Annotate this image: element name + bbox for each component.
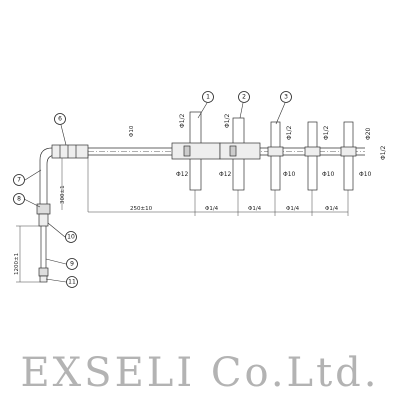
svg-text:8: 8 bbox=[17, 196, 21, 203]
svg-text:10: 10 bbox=[67, 234, 75, 241]
callout-10: 10 bbox=[65, 231, 77, 243]
svg-text:9: 9 bbox=[70, 261, 74, 268]
dim-bottom-2: Φ1/4 bbox=[248, 206, 262, 212]
downtube bbox=[36, 144, 89, 283]
svg-text:3: 3 bbox=[284, 94, 288, 101]
label-end-1: Φ20 bbox=[365, 127, 372, 140]
element-5 bbox=[340, 121, 357, 191]
dim-tube-dia: Φ10 bbox=[129, 125, 135, 137]
label-e5-low: Φ10 bbox=[359, 171, 372, 178]
dim-vertical-offset: 300±1 bbox=[60, 185, 66, 204]
dim-lower-length: 1200±1 bbox=[14, 253, 20, 275]
dim-bottom-3: Φ1/4 bbox=[286, 206, 300, 212]
element-1 bbox=[171, 111, 221, 191]
label-e3-low: Φ10 bbox=[283, 171, 296, 178]
callout-11: 11 bbox=[66, 276, 78, 288]
label-e3-top: Φ1/2 bbox=[286, 125, 293, 140]
callout-leaders bbox=[23, 102, 286, 283]
svg-text:6: 6 bbox=[58, 116, 62, 123]
company-name: EXSELI Co.Ltd. bbox=[20, 350, 380, 396]
callout-3: 3 bbox=[280, 91, 292, 103]
callout-6: 6 bbox=[54, 113, 66, 125]
svg-text:2: 2 bbox=[242, 94, 246, 101]
callout-7: 7 bbox=[13, 174, 25, 186]
label-end-2: Φ1/2 bbox=[380, 145, 387, 160]
label-e1-top: Φ1/2 bbox=[179, 113, 186, 128]
label-e4-low: Φ10 bbox=[322, 171, 335, 178]
label-e1-low: Φ12 bbox=[176, 171, 189, 178]
element-3 bbox=[267, 121, 284, 191]
dim-bottom-1: Φ1/4 bbox=[205, 206, 219, 212]
dimension-lines bbox=[16, 150, 349, 283]
dim-main-length: 250±10 bbox=[130, 206, 153, 212]
callout-9: 9 bbox=[66, 258, 78, 270]
label-e2-top: Φ1/2 bbox=[224, 113, 231, 128]
element-2 bbox=[219, 117, 261, 191]
callout-2: 2 bbox=[238, 91, 250, 103]
callouts: 1 2 3 6 7 8 9 10 bbox=[13, 91, 292, 288]
callout-1: 1 bbox=[202, 91, 214, 103]
label-e2-low: Φ12 bbox=[219, 171, 232, 178]
element-4 bbox=[304, 121, 321, 191]
label-e4-top: Φ1/2 bbox=[323, 125, 330, 140]
svg-text:7: 7 bbox=[17, 177, 21, 184]
dim-bottom-4: Φ1/4 bbox=[325, 206, 339, 212]
svg-text:1: 1 bbox=[206, 94, 210, 101]
callout-8: 8 bbox=[13, 193, 25, 205]
svg-text:11: 11 bbox=[68, 279, 76, 286]
